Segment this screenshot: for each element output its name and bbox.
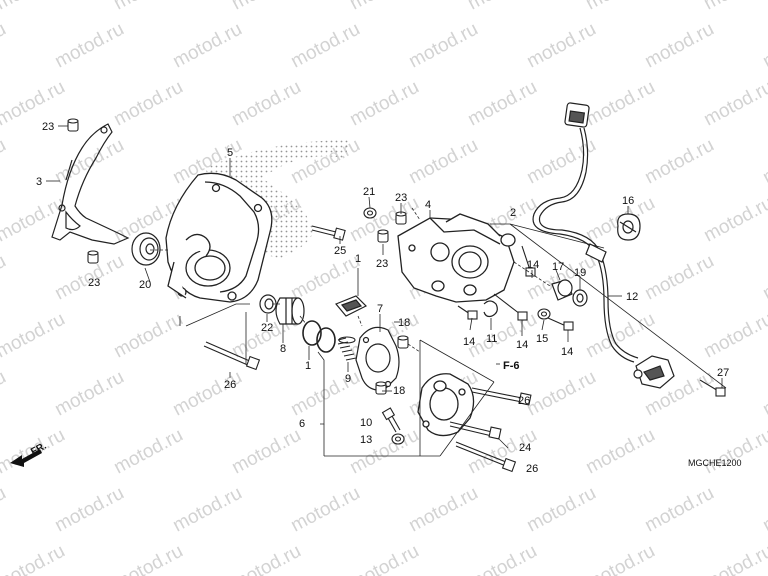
callout-22: 22 bbox=[261, 322, 273, 334]
oil-seal-20 bbox=[131, 232, 161, 266]
bolt-14d bbox=[547, 317, 574, 331]
bolt-24 bbox=[449, 421, 502, 440]
callout-18a: 18 bbox=[398, 317, 410, 329]
o-ring-1b bbox=[302, 320, 336, 353]
callout-25: 25 bbox=[334, 245, 346, 257]
callout-10: 10 bbox=[360, 417, 372, 429]
callout-9: 9 bbox=[345, 373, 351, 385]
callout-14a: 14 bbox=[527, 259, 539, 271]
bolt-14b bbox=[457, 305, 478, 320]
callout-19: 19 bbox=[574, 267, 586, 279]
callout-1a: 1 bbox=[355, 253, 361, 265]
collar-23b bbox=[87, 250, 99, 264]
collar-23a bbox=[67, 118, 79, 132]
callout-6: 6 bbox=[299, 418, 305, 430]
grommet-19 bbox=[572, 289, 588, 307]
callout-26c: 26 bbox=[526, 463, 538, 475]
heat-guard-plate bbox=[51, 123, 130, 245]
bolt-26a bbox=[203, 341, 261, 371]
callout-27: 27 bbox=[717, 367, 729, 379]
callout-23b: 23 bbox=[88, 277, 100, 289]
spacer-17 bbox=[551, 279, 573, 301]
diagram-code: MGCHE1200 bbox=[688, 458, 742, 468]
washer-15 bbox=[537, 308, 551, 320]
callout-7: 7 bbox=[377, 303, 383, 315]
leader-lines bbox=[46, 125, 727, 457]
callout-23c: 23 bbox=[395, 192, 407, 204]
bolt-14a bbox=[521, 245, 536, 277]
bolt-10 bbox=[381, 407, 401, 433]
bolt-14c bbox=[493, 293, 528, 321]
callout-20: 20 bbox=[139, 279, 151, 291]
callout-11: 11 bbox=[486, 333, 497, 345]
callout-4: 4 bbox=[425, 199, 431, 211]
collar-8 bbox=[275, 297, 305, 325]
water-pump-body-4 bbox=[397, 213, 516, 303]
bolt-25 bbox=[311, 225, 346, 241]
bolt-26c bbox=[455, 441, 517, 473]
pump-cover-6 bbox=[417, 373, 475, 437]
washer-13 bbox=[391, 433, 405, 445]
callout-13: 13 bbox=[360, 434, 372, 446]
collar-23d bbox=[377, 229, 389, 243]
callout-15: 15 bbox=[536, 333, 548, 345]
callout-12: 12 bbox=[626, 291, 638, 303]
front-arrow-icon bbox=[10, 449, 42, 467]
callout-17: 17 bbox=[552, 261, 564, 273]
spring-9 bbox=[337, 336, 357, 361]
callout-18b: 18 bbox=[393, 385, 405, 397]
sensor-12 bbox=[633, 355, 675, 389]
callout-16: 16 bbox=[622, 195, 634, 207]
gasket-7 bbox=[355, 326, 400, 391]
dowel-18a bbox=[397, 335, 409, 349]
grommet-16 bbox=[617, 213, 641, 241]
reference-label: F-6 bbox=[503, 360, 520, 372]
callout-26a: 26 bbox=[224, 379, 236, 391]
strainer-1a bbox=[335, 295, 368, 317]
callout-24: 24 bbox=[519, 442, 531, 454]
callout-5: 5 bbox=[227, 147, 233, 159]
callout-14c: 14 bbox=[516, 339, 528, 351]
clip-11 bbox=[483, 300, 498, 318]
callout-26b: 26 bbox=[518, 395, 530, 407]
sensor-harness-12 bbox=[532, 102, 639, 363]
dowel-18b bbox=[375, 381, 387, 395]
callout-14b: 14 bbox=[463, 336, 475, 348]
rubber-ring-22 bbox=[259, 294, 277, 314]
front-label: FR. bbox=[29, 441, 49, 458]
callout-2: 2 bbox=[510, 207, 516, 219]
callout-14d: 14 bbox=[561, 346, 573, 358]
dowel-21 bbox=[363, 207, 377, 219]
callout-8: 8 bbox=[280, 343, 286, 355]
screw-27 bbox=[699, 379, 726, 397]
left-cover-5 bbox=[165, 172, 273, 303]
callout-21: 21 bbox=[363, 186, 375, 198]
callout-23a: 23 bbox=[42, 121, 54, 133]
callout-1b: 1 bbox=[305, 360, 311, 372]
callout-23d: 23 bbox=[376, 258, 388, 270]
bolt-26b bbox=[471, 387, 532, 406]
callout-3: 3 bbox=[36, 176, 42, 188]
